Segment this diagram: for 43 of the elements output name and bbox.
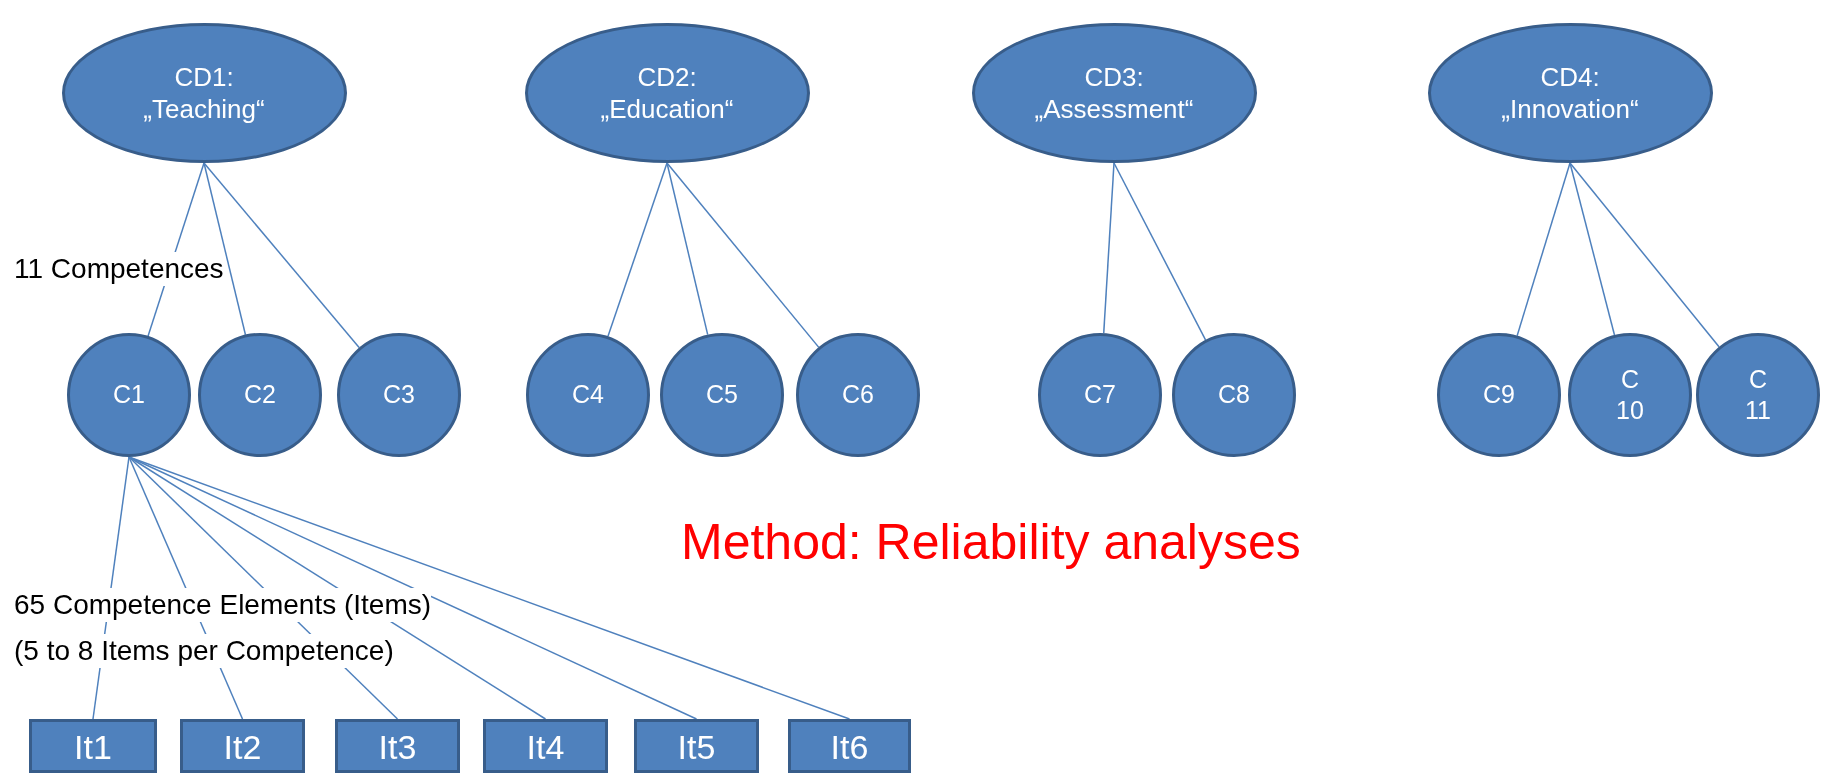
node-label: CD4: „Innovation“ — [1500, 60, 1640, 126]
connector-line — [1113, 162, 1207, 341]
node-label: C8 — [1218, 379, 1250, 411]
node-label: It4 — [526, 727, 565, 768]
node-label: C6 — [842, 379, 874, 411]
connector-line — [666, 162, 709, 336]
connector-line — [607, 162, 668, 338]
connector-line — [1516, 162, 1571, 337]
item-box — [483, 719, 608, 773]
node-label: C9 — [1483, 379, 1515, 411]
connector-line — [666, 162, 820, 348]
node-label: C5 — [706, 379, 738, 411]
node-label: It6 — [830, 727, 869, 768]
node-label: CD1: „Teaching“ — [142, 60, 266, 126]
node-label: C1 — [113, 379, 145, 411]
level-caption: 65 Competence Elements (Items) — [14, 588, 432, 622]
node-label: It1 — [74, 727, 112, 768]
node-label: C2 — [244, 379, 276, 411]
level-caption: (5 to 8 Items per Competence) — [14, 634, 394, 668]
node-label: It3 — [378, 727, 417, 768]
connector-line — [128, 456, 851, 720]
connector-line — [203, 162, 360, 349]
connector-line — [1569, 162, 1720, 348]
connector-line — [203, 162, 247, 336]
connector-line — [1569, 162, 1616, 336]
node-label: C 10 — [1615, 363, 1645, 426]
node-label: It5 — [677, 727, 716, 768]
node-label: C3 — [383, 379, 415, 411]
level-caption: 11 Competences — [14, 252, 224, 286]
node-label: C 11 — [1744, 363, 1772, 426]
item-box — [634, 719, 759, 773]
node-label: C7 — [1084, 379, 1116, 411]
item-box — [335, 719, 460, 773]
node-label: CD2: „Education“ — [599, 60, 735, 126]
connector-line — [1103, 162, 1115, 334]
item-box — [29, 719, 157, 773]
item-box — [788, 719, 911, 773]
connector-line — [128, 456, 698, 720]
node-label: CD3: „Assessment“ — [1033, 60, 1195, 126]
node-label: C4 — [572, 379, 604, 411]
item-box — [180, 719, 305, 773]
method-note: Method: Reliability analyses — [681, 513, 1301, 572]
node-label: It2 — [223, 727, 262, 768]
